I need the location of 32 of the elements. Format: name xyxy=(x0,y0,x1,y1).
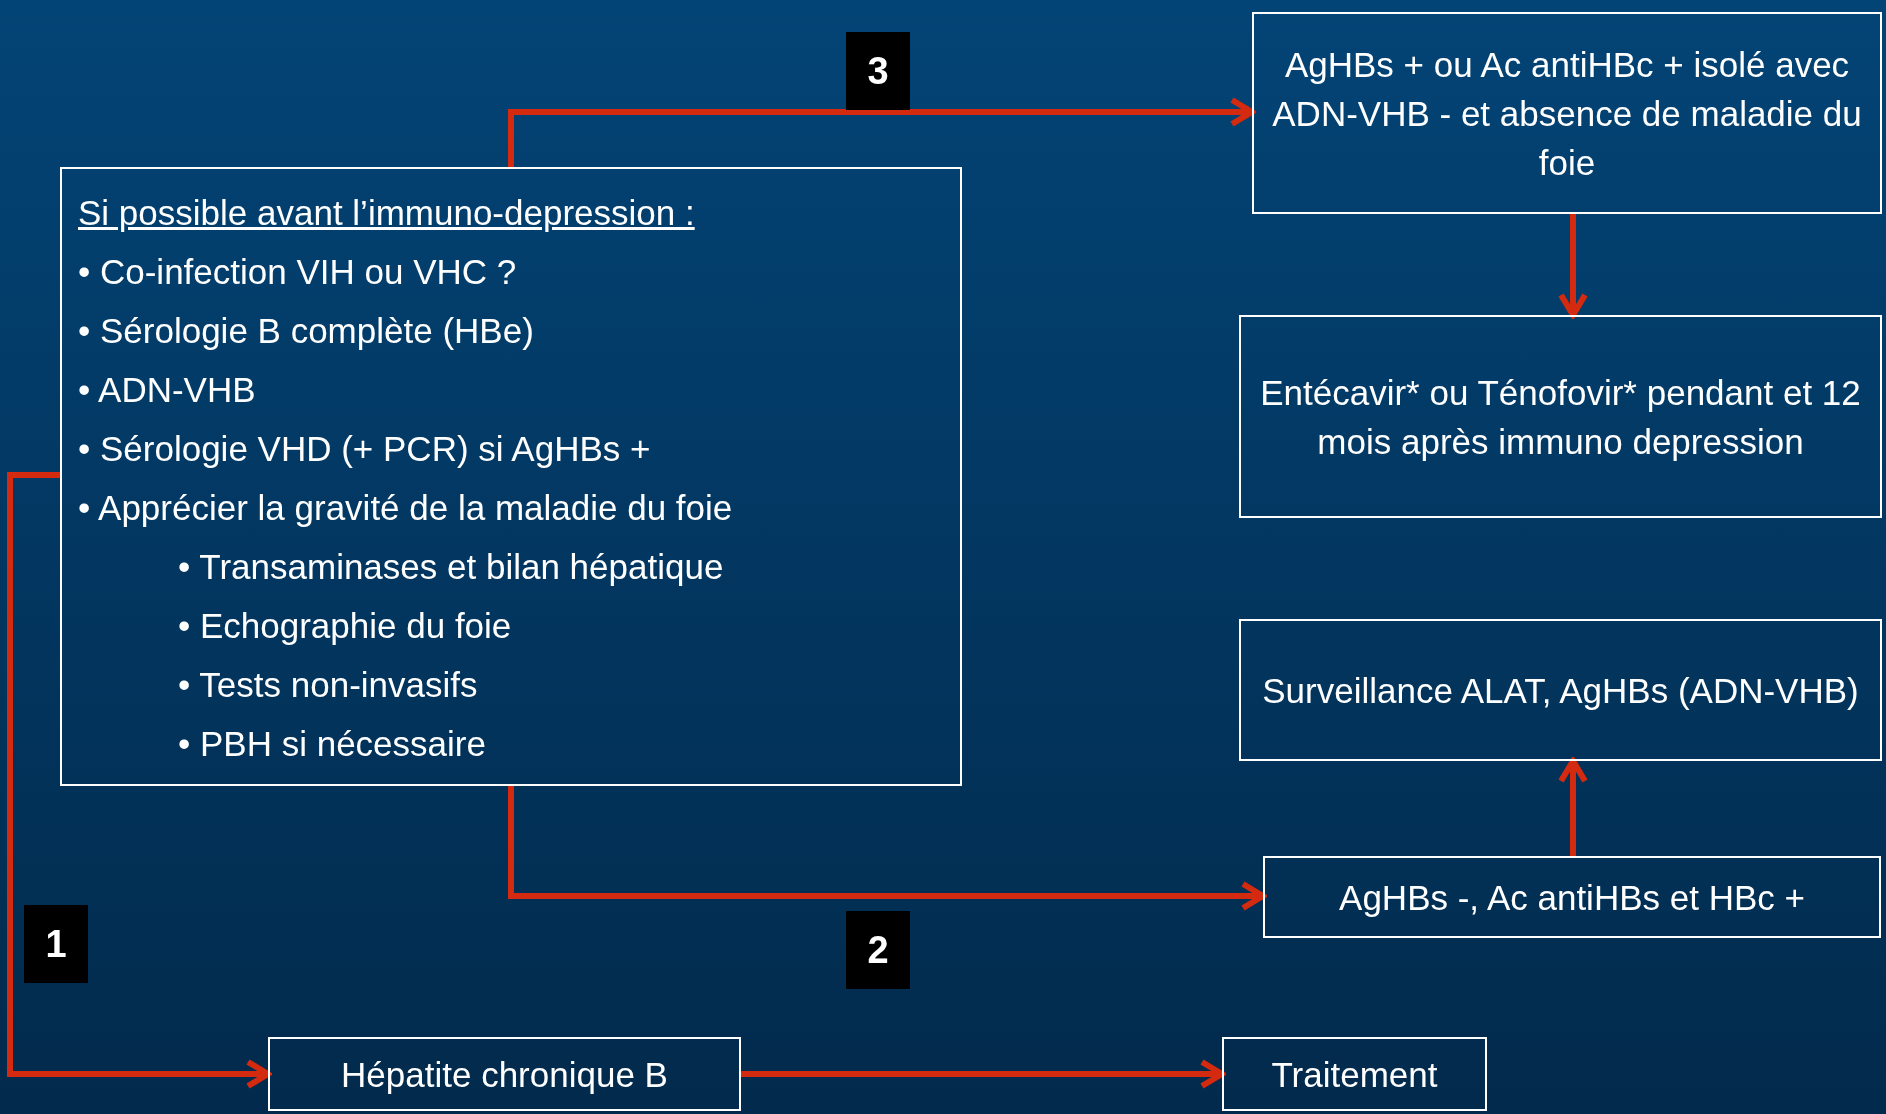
bullet-item: • ADN-VHB xyxy=(78,369,257,411)
edge-label: 2 xyxy=(846,911,910,989)
arrow xyxy=(7,472,271,1089)
box-text: Surveillance ALAT, AgHBs (ADN-VHB) xyxy=(1262,669,1859,712)
sub-bullet-item: • Transaminases et bilan hépatique xyxy=(178,546,725,588)
bullet-item: • Sérologie B complète (HBe) xyxy=(78,310,535,352)
process-box xyxy=(1222,1037,1487,1111)
bullet-item: • Sérologie VHD (+ PCR) si AgHBs + xyxy=(78,428,652,470)
section-heading: Si possible avant l’immuno-depression : xyxy=(78,192,696,234)
arrow xyxy=(508,786,1266,911)
sub-bullet-item: • Tests non-invasifs xyxy=(178,664,479,706)
bullet-item: • Co-infection VIH ou VHC ? xyxy=(78,251,518,293)
box-text: Entécavir* ou Ténofovir* pendant et 12 mois après immuno depression xyxy=(1259,371,1862,463)
checklist-box xyxy=(60,167,962,786)
process-box xyxy=(268,1037,741,1111)
process-box xyxy=(1252,12,1882,214)
arrow xyxy=(1558,214,1588,318)
process-box xyxy=(1239,315,1882,518)
box-text: AgHBs + ou Ac antiHBc + isolé avec ADN-VHB - et absence de maladie du foie xyxy=(1271,43,1863,184)
box-text: Hépatite chronique B xyxy=(341,1053,668,1096)
edge-label: 1 xyxy=(24,905,88,983)
process-box xyxy=(1239,619,1882,761)
sub-bullet-item: • Echographie du foie xyxy=(178,605,513,647)
arrow xyxy=(1558,758,1588,856)
bullet-item: • Apprécier la gravité de la maladie du foie xyxy=(78,487,734,529)
edge-label: 3 xyxy=(846,32,910,110)
process-box xyxy=(1263,856,1881,938)
box-text: Traitement xyxy=(1271,1053,1438,1096)
arrow xyxy=(741,1059,1225,1089)
box-text: AgHBs -, Ac antiHBs et HBc + xyxy=(1339,876,1805,919)
arrow xyxy=(508,97,1255,167)
sub-bullet-item: • PBH si nécessaire xyxy=(178,723,487,765)
